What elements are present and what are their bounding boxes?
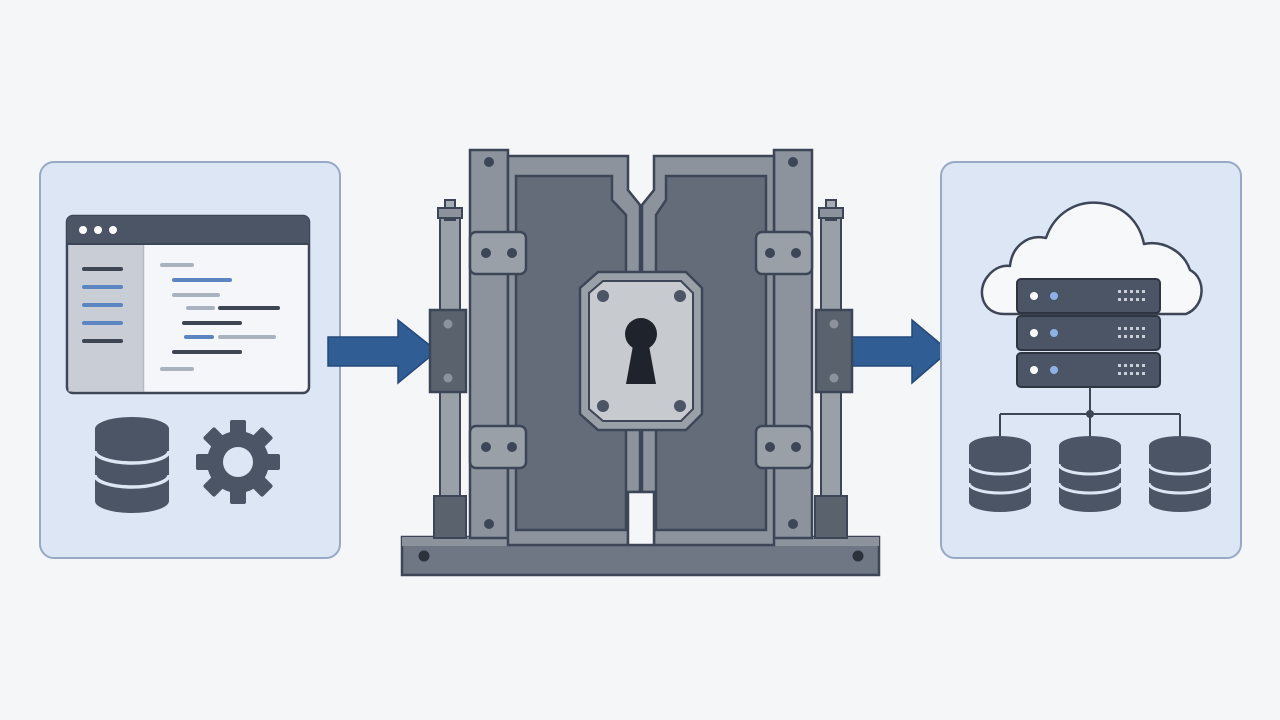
database-icon: [1147, 436, 1213, 512]
window-dot-icon: [94, 226, 102, 234]
database-icon: [967, 436, 1033, 512]
left-door: [506, 154, 642, 547]
bolt-icon: [418, 550, 430, 562]
bolt-icon: [852, 550, 864, 562]
code-editor-icon: [160, 263, 280, 371]
server-rack-icon: [1016, 278, 1161, 388]
right-frame: [772, 148, 814, 540]
keyhole-icon: [625, 318, 657, 384]
connector-node: [1086, 410, 1094, 418]
source-panel: [39, 161, 341, 559]
hinge-icon: [468, 230, 528, 276]
database-icon: [1057, 436, 1123, 512]
security-gate-icon: [400, 148, 881, 577]
hinge-icon: [754, 424, 814, 470]
hinge-icon: [754, 230, 814, 276]
window-dot-icon: [79, 226, 87, 234]
arrow-right-icon: [327, 318, 439, 385]
browser-window-icon: [65, 214, 311, 395]
right-door: [640, 154, 776, 547]
gate-gap: [626, 490, 656, 547]
sidebar-lines: [82, 267, 123, 343]
window-dot-icon: [109, 226, 117, 234]
hinge-icon: [468, 424, 528, 470]
right-clamp: [814, 308, 854, 394]
database-icon: [93, 417, 171, 513]
left-clamp: [428, 308, 468, 394]
padlock-plate-icon: [578, 270, 704, 432]
destination-panel: [940, 161, 1242, 559]
left-frame: [468, 148, 510, 540]
vent-grille: [1118, 290, 1145, 375]
gear-icon: [196, 420, 280, 504]
arrow-right-icon: [847, 318, 951, 385]
window-sidebar: [68, 244, 144, 392]
